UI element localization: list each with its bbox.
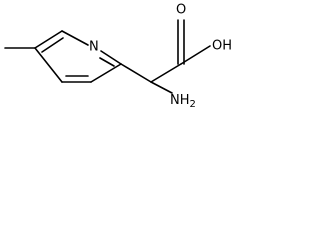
ring-bond-c5-c6 <box>34 30 63 49</box>
carbonyl-oxygen-label: O <box>176 3 186 18</box>
ring-bond-c6-n1 <box>61 30 89 46</box>
ring-double-bond-c5-c6-inner <box>41 37 64 53</box>
amine-main-text: NH <box>170 93 190 108</box>
alpha-carbon-to-amine-bond <box>150 81 173 94</box>
ring-to-alpha-carbon-bond <box>120 63 152 83</box>
molecule-diagram: N O OH NH2 <box>0 0 240 123</box>
alpha-carbon-to-carboxyl-bond <box>150 63 182 83</box>
amine-label: NH2 <box>170 93 196 111</box>
ring-bond-c2-c3 <box>90 63 122 83</box>
ring-bond-n1-c2 <box>100 50 122 65</box>
hydroxyl-label: OH <box>212 39 232 54</box>
molecule-svg: N O OH NH2 <box>4 3 232 111</box>
ring-double-bond-n1-c2-inner <box>99 57 115 67</box>
amine-subscript: 2 <box>190 99 196 110</box>
ring-bond-c4-c5 <box>34 47 63 83</box>
ring-nitrogen-label: N <box>89 40 99 55</box>
carboxyl-to-hydroxyl-bond <box>180 45 211 65</box>
